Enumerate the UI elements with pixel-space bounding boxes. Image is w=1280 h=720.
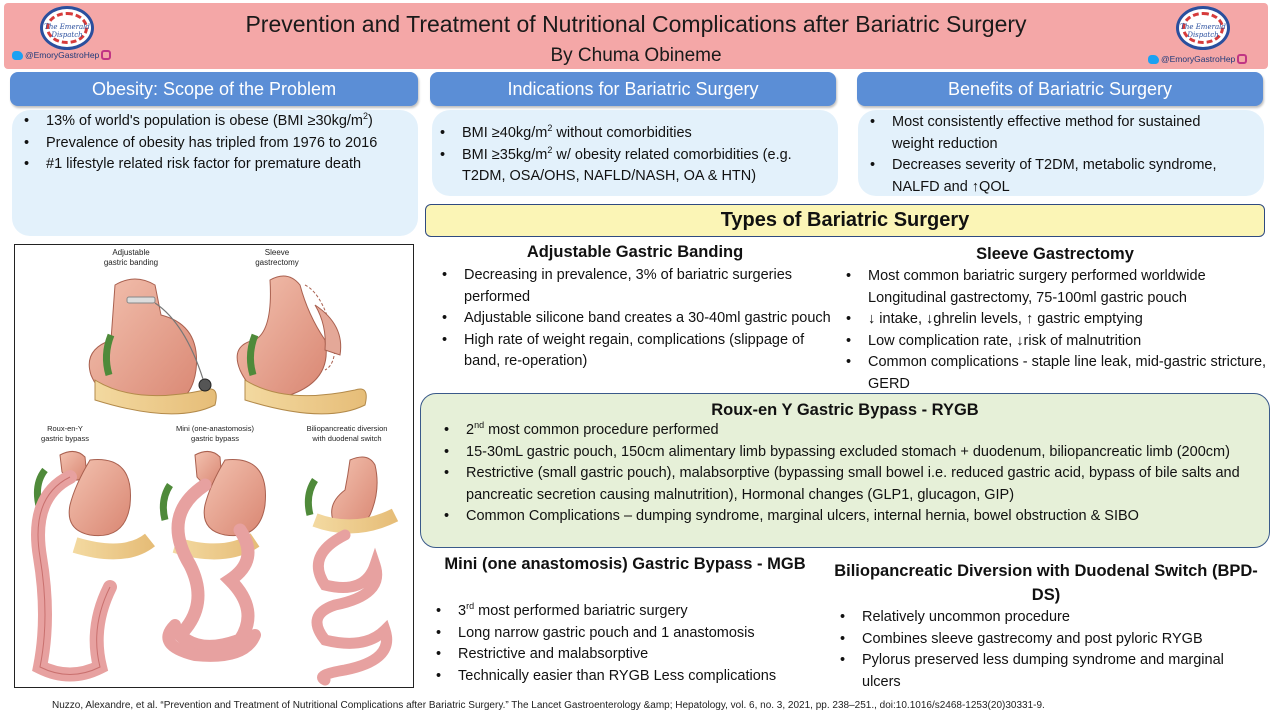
banding-item: Adjustable silicone band creates a 30-40… <box>434 308 834 330</box>
rygb-drawing <box>31 451 155 682</box>
benefits-item: Most consistently effective method for s… <box>862 112 1242 155</box>
bpd-drawing <box>304 456 399 686</box>
indications-item: BMI ≥40kg/m2 without comorbidities <box>432 123 827 145</box>
author-line: By Chuma Obineme <box>550 45 722 66</box>
bpd-item: Pylorus preserved less dumping syndrome … <box>832 650 1262 693</box>
banding-list: Decreasing in prevalence, 3% of bariatri… <box>434 265 834 373</box>
rygb-item: Restrictive (small gastric pouch), malab… <box>436 463 1261 506</box>
obesity-heading: Obesity: Scope of the Problem <box>10 72 418 106</box>
mgb-item: Technically easier than RYGB Less compli… <box>428 666 828 688</box>
sleeve-item: Low complication rate, ↓risk of malnutri… <box>838 331 1268 353</box>
sleeve-item: ↓ intake, ↓ghrelin levels, ↑ gastric emp… <box>838 309 1268 331</box>
rygb-heading: Roux-en Y Gastric Bypass - RYGB <box>711 401 979 419</box>
rygb-item: 15-30mL gastric pouch, 150cm alimentary … <box>436 442 1261 464</box>
bpd-heading: Biliopancreatic Diversion with Duodenal … <box>834 562 1258 604</box>
instagram-icon <box>101 50 112 60</box>
obesity-item: 13% of world's population is obese (BMI … <box>16 111 386 133</box>
bpd-item: Combines sleeve gastrecomy and post pylo… <box>832 629 1262 651</box>
sleeve-drawing <box>236 275 367 415</box>
sleeve-heading: Sleeve Gastrectomy <box>976 245 1134 263</box>
twitter-icon <box>1148 54 1159 64</box>
twitter-icon <box>12 50 23 60</box>
sleeve-item: Most common bariatric surgery performed … <box>838 266 1268 309</box>
benefits-heading: Benefits of Bariatric Surgery <box>857 72 1263 106</box>
citation: Nuzzo, Alexandre, et al. “Prevention and… <box>52 700 1045 711</box>
instagram-icon <box>1237 54 1248 64</box>
banding-drawing <box>88 278 217 415</box>
bpd-item: Relatively uncommon procedure <box>832 607 1262 629</box>
indications-panel: BMI ≥40kg/m2 without comorbidities BMI ≥… <box>432 110 838 196</box>
types-heading: Types of Bariatric Surgery <box>425 204 1265 237</box>
banding-item: Decreasing in prevalence, 3% of bariatri… <box>434 265 834 308</box>
mgb-heading: Mini (one anastomosis) Gastric Bypass - … <box>444 555 806 573</box>
rygb-panel: Roux-en Y Gastric Bypass - RYGB 2nd most… <box>420 393 1270 548</box>
rygb-item: 2nd most common procedure performed <box>436 420 1261 442</box>
banding-heading: Adjustable Gastric Banding <box>526 243 744 261</box>
mgb-item: Restrictive and malabsorptive <box>428 644 828 666</box>
mgb-list: 3rd most performed bariatric surgery Lon… <box>428 601 828 687</box>
sleeve-item: Common complications - staple line leak,… <box>838 352 1268 395</box>
bpd-list: Relatively uncommon procedure Combines s… <box>832 607 1262 693</box>
obesity-panel: 13% of world's population is obese (BMI … <box>12 110 418 236</box>
emerald-dispatch-logo-left: The Emerald Dispatch <box>40 6 94 50</box>
obesity-item: #1 lifestyle related risk factor for pre… <box>16 154 386 176</box>
page-title: Prevention and Treatment of Nutritional … <box>245 11 1027 37</box>
indications-item: BMI ≥35kg/m2 w/ obesity related comorbid… <box>432 145 827 188</box>
benefits-panel: Most consistently effective method for s… <box>858 110 1264 196</box>
social-handle-right[interactable]: @EmoryGastroHep <box>1148 54 1248 64</box>
figure-label-mini: Mini (one-anastomosis)gastric bypass <box>176 424 254 443</box>
indications-heading: Indications for Bariatric Surgery <box>430 72 836 106</box>
mgb-item: Long narrow gastric pouch and 1 anastomo… <box>428 623 828 645</box>
social-handle-left[interactable]: @EmoryGastroHep <box>12 50 112 60</box>
rygb-item: Common Complications – dumping syndrome,… <box>436 506 1261 528</box>
benefits-item: Decreases severity of T2DM, metabolic sy… <box>862 155 1242 198</box>
mini-drawing <box>159 451 266 662</box>
obesity-item: Prevalence of obesity has tripled from 1… <box>16 133 386 155</box>
header-banner: Prevention and Treatment of Nutritional … <box>4 3 1268 69</box>
sleeve-list: Most common bariatric surgery performed … <box>838 266 1268 395</box>
mgb-item: 3rd most performed bariatric surgery <box>428 601 828 623</box>
emerald-dispatch-logo-right: The Emerald Dispatch <box>1176 6 1230 50</box>
banding-item: High rate of weight regain, complication… <box>434 330 834 373</box>
